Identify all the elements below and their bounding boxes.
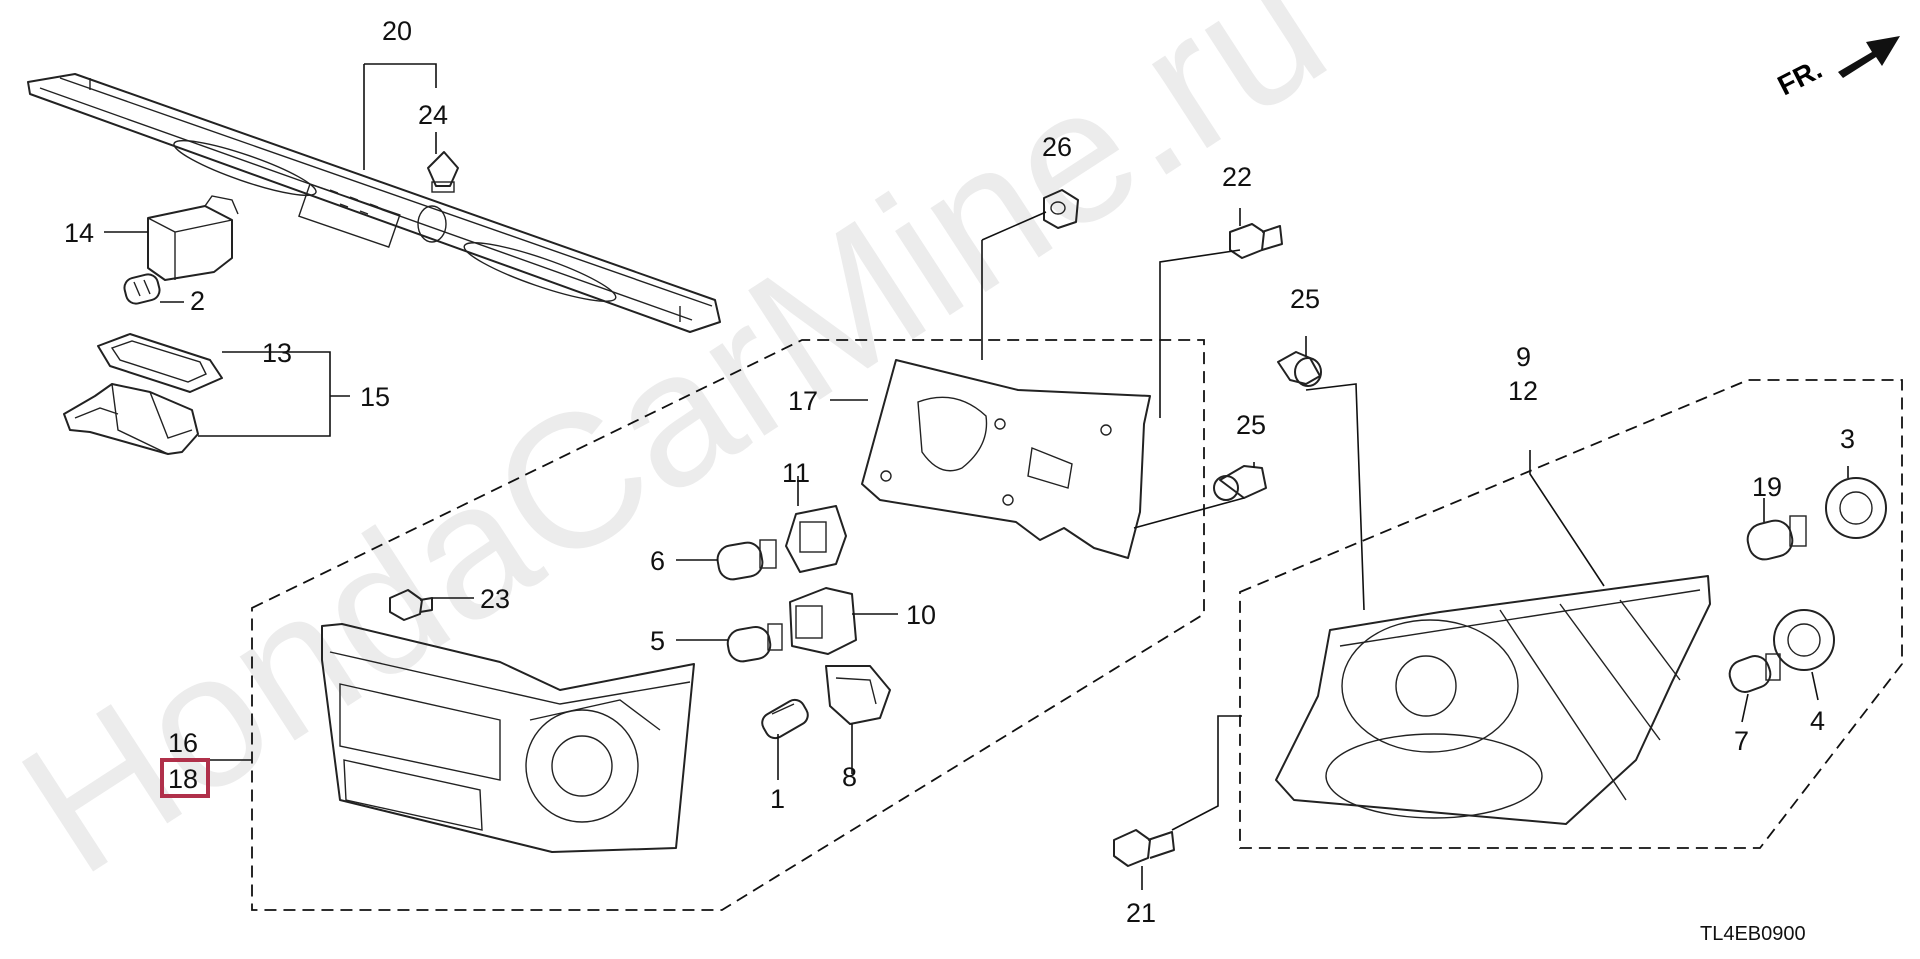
bulb-part-19[interactable] bbox=[1744, 515, 1807, 563]
inner-assembly-outline bbox=[251, 339, 1205, 911]
mounting-plate-part-17[interactable] bbox=[861, 359, 1151, 559]
leader-lines bbox=[104, 63, 1849, 890]
callout-17[interactable]: 17 bbox=[788, 386, 818, 416]
direction-label: FR. bbox=[1773, 53, 1827, 101]
callout-15[interactable]: 15 bbox=[360, 382, 390, 412]
outer-assembly-outline bbox=[1239, 379, 1903, 849]
callout-12[interactable]: 12 bbox=[1508, 376, 1538, 406]
bulb-part-2[interactable] bbox=[122, 272, 161, 305]
callout-25-upper[interactable]: 25 bbox=[1290, 284, 1320, 314]
screw-part-23[interactable] bbox=[389, 589, 433, 621]
callout-25-lower[interactable]: 25 bbox=[1236, 410, 1266, 440]
clip-part-25-lower[interactable] bbox=[1213, 465, 1267, 501]
gasket-part-13[interactable] bbox=[97, 333, 223, 393]
watermark: HondaCarMine.ru bbox=[0, 0, 1360, 914]
callout-3[interactable]: 3 bbox=[1840, 424, 1855, 454]
callout-16[interactable]: 16 bbox=[168, 728, 198, 758]
callout-20[interactable]: 20 bbox=[382, 16, 412, 46]
socket-part-8[interactable] bbox=[825, 665, 891, 725]
callout-9[interactable]: 9 bbox=[1516, 342, 1531, 372]
callout-11[interactable]: 11 bbox=[782, 458, 810, 488]
clip-part-25-upper[interactable] bbox=[1277, 351, 1322, 387]
nut-part-26[interactable] bbox=[1043, 189, 1079, 229]
bulb-part-6[interactable] bbox=[715, 539, 777, 582]
socket-part-10[interactable] bbox=[789, 587, 857, 655]
highlight-box-18 bbox=[160, 758, 210, 798]
callout-22[interactable]: 22 bbox=[1222, 162, 1252, 192]
callout-6[interactable]: 6 bbox=[650, 546, 665, 576]
callout-4[interactable]: 4 bbox=[1810, 706, 1825, 736]
front-direction-indicator: FR. bbox=[1773, 36, 1900, 101]
callout-13[interactable]: 13 bbox=[262, 338, 292, 368]
garnish-part-20[interactable] bbox=[27, 73, 721, 333]
socket-part-14[interactable] bbox=[147, 195, 239, 281]
outer-tail-light-part-9[interactable] bbox=[1275, 575, 1711, 825]
callout-8[interactable]: 8 bbox=[842, 762, 857, 792]
callout-5[interactable]: 5 bbox=[650, 626, 665, 656]
inner-tail-light-part-16[interactable] bbox=[321, 623, 695, 853]
callout-26[interactable]: 26 bbox=[1042, 132, 1072, 162]
callout-21[interactable]: 21 bbox=[1126, 898, 1156, 928]
socket-part-4[interactable] bbox=[1773, 609, 1835, 671]
bulb-part-7[interactable] bbox=[1726, 652, 1781, 696]
callouts: 20 24 14 2 13 15 26 22 25 25 9 12 17 11 … bbox=[64, 16, 1855, 928]
callout-18[interactable]: 18 bbox=[168, 764, 198, 794]
callout-19[interactable]: 19 bbox=[1752, 472, 1782, 502]
bolt-part-21[interactable] bbox=[1113, 829, 1175, 867]
direction-arrow-icon bbox=[1838, 36, 1900, 78]
callout-24[interactable]: 24 bbox=[418, 100, 448, 130]
callout-2[interactable]: 2 bbox=[190, 286, 205, 316]
bolt-part-22[interactable] bbox=[1229, 223, 1283, 259]
license-lamp-part-15[interactable] bbox=[63, 383, 199, 455]
bulb-part-1[interactable] bbox=[759, 696, 812, 742]
socket-part-11[interactable] bbox=[785, 505, 847, 573]
bulb-part-5[interactable] bbox=[726, 623, 783, 664]
clip-part-24[interactable] bbox=[427, 151, 459, 193]
callout-23[interactable]: 23 bbox=[480, 584, 510, 614]
callout-1[interactable]: 1 bbox=[770, 784, 785, 814]
callout-7[interactable]: 7 bbox=[1734, 726, 1749, 756]
callout-10[interactable]: 10 bbox=[906, 600, 936, 630]
callout-14[interactable]: 14 bbox=[64, 218, 94, 248]
socket-part-3[interactable] bbox=[1825, 477, 1887, 539]
diagram-code: TL4EB0900 bbox=[1700, 923, 1806, 945]
